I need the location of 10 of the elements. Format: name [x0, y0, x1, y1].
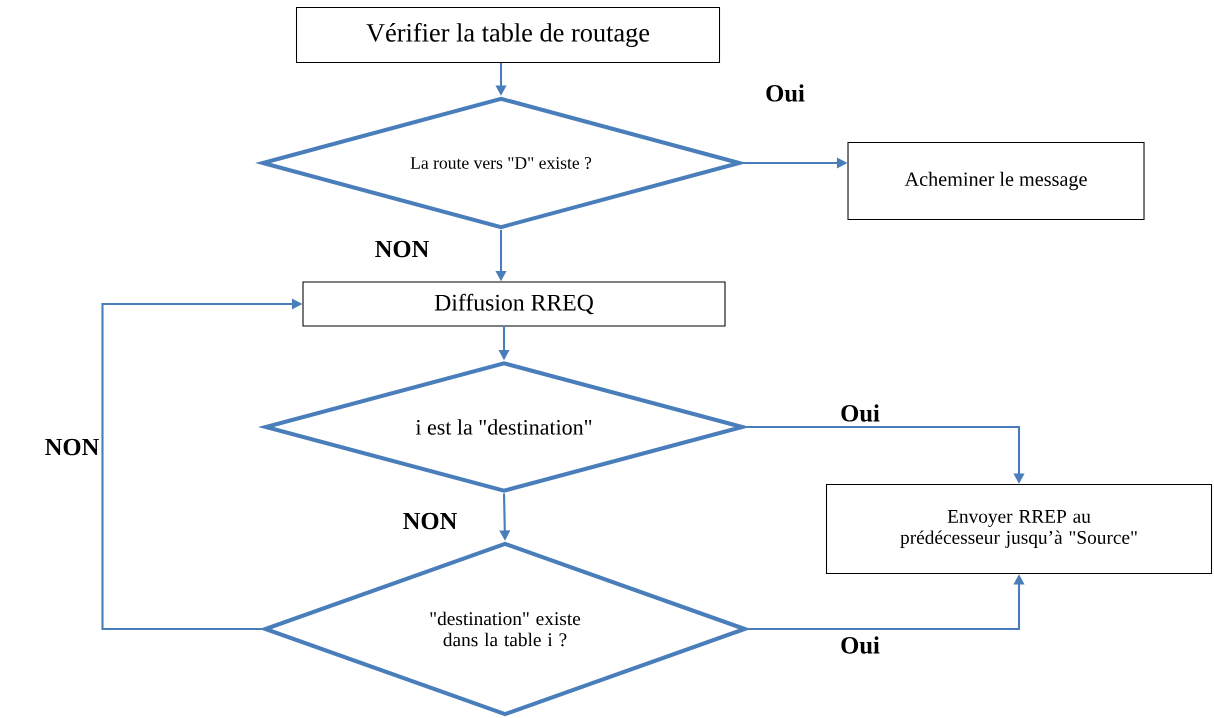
edge-label: NON [45, 438, 99, 456]
edge-label: NON [403, 512, 457, 530]
process-box: Diffusion RREQ [302, 281, 726, 327]
edge-label: Oui [841, 404, 880, 422]
process-box: Acheminer le message [847, 141, 1145, 220]
edge-label: Oui [766, 84, 805, 102]
edge-label: Oui [841, 636, 880, 654]
process-box: Vérifier la table de routage [296, 6, 721, 63]
process-box: Envoyer RREP au prédécesseur jusqu’à "Source" [826, 483, 1213, 574]
edge-label: NON [375, 240, 429, 258]
